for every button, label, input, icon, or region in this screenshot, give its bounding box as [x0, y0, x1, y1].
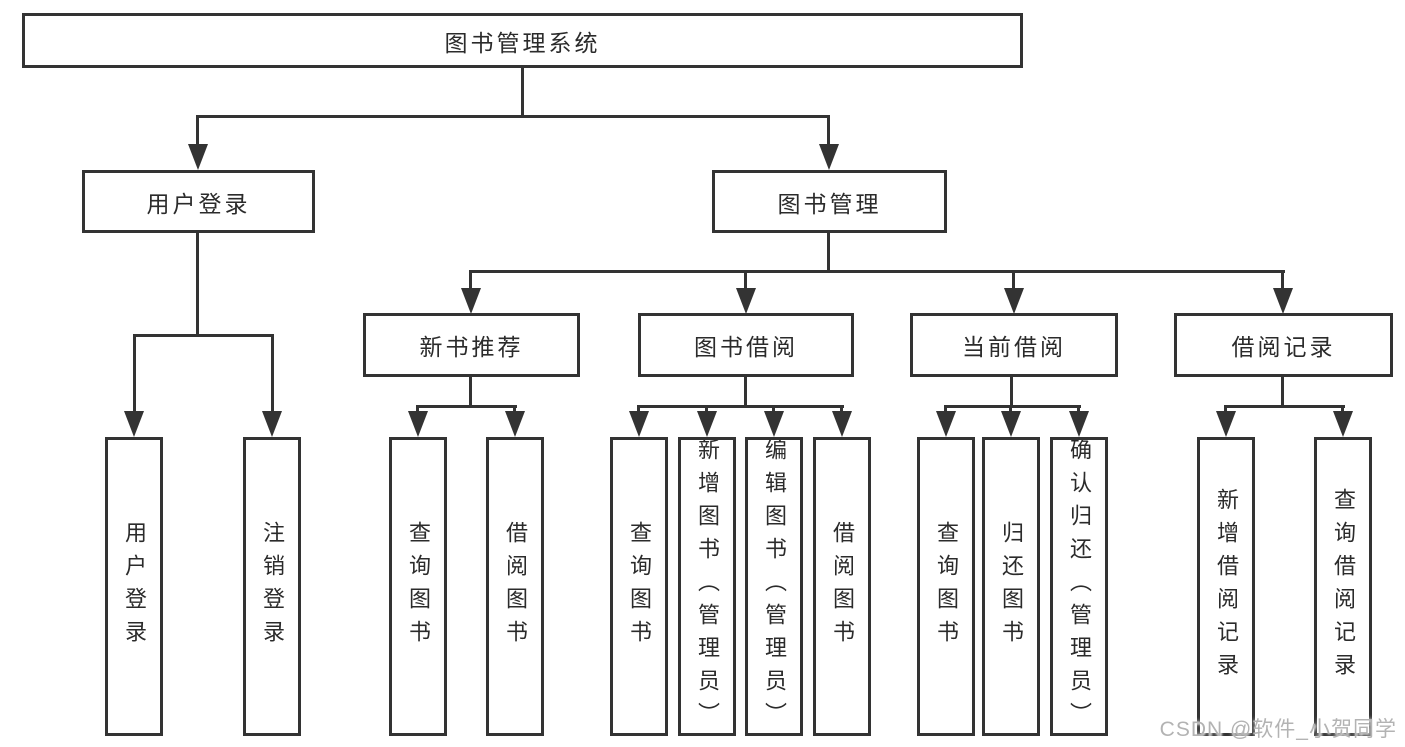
arrow-down-icon [1001, 411, 1021, 437]
arrow-down-icon [1216, 411, 1236, 437]
node-book-borrow: 图书借阅 [638, 313, 854, 377]
connector-leaf-drop [416, 405, 419, 414]
connector-leaf-drop [1009, 405, 1012, 414]
arrow-down-icon [1004, 288, 1024, 314]
leaf-label: 确认归还（管理员） [1067, 438, 1092, 735]
leaf-borrow-books: 借阅图书 [813, 437, 871, 736]
connector-leaf-drop [271, 334, 274, 414]
node-new-book-recommend: 新书推荐 [363, 313, 580, 377]
leaf-label: 新增图书（管理员） [695, 438, 720, 735]
leaf-borrow-books: 借阅图书 [486, 437, 544, 736]
arrow-down-icon [936, 411, 956, 437]
connector-user-login-stem [196, 233, 199, 337]
arrow-down-icon [1333, 411, 1353, 437]
connector-leaf-drop [513, 405, 516, 414]
leaf-label: 借阅图书 [830, 520, 855, 653]
csdn-watermark: CSDN @软件_小贺同学 [1159, 718, 1397, 741]
arrow-down-icon [736, 288, 756, 314]
leaf-logout: 注销登录 [243, 437, 301, 736]
leaf-query-borrow-record: 查询借阅记录 [1314, 437, 1372, 736]
arrow-down-icon [124, 411, 144, 437]
leaf-edit-books-admin: 编辑图书（管理员） [745, 437, 803, 736]
connector-leaf-drop [1077, 405, 1080, 414]
leaf-label: 借阅图书 [503, 520, 528, 653]
leaf-label: 新增借阅记录 [1214, 487, 1239, 686]
connector-book-management-drop [827, 115, 830, 146]
arrow-down-icon [697, 411, 717, 437]
arrow-down-icon [461, 288, 481, 314]
leaf-label: 查询图书 [934, 520, 959, 653]
arrow-down-icon [262, 411, 282, 437]
leaf-query-books: 查询图书 [610, 437, 668, 736]
leaf-label: 查询图书 [627, 520, 652, 653]
connector-current-borrow-branch [945, 405, 1081, 408]
leaf-label: 用户登录 [122, 520, 147, 653]
connector-book-management-branch [470, 270, 1285, 273]
connector-book-management-stem [827, 233, 830, 273]
leaf-query-books: 查询图书 [917, 437, 975, 736]
leaf-return-books: 归还图书 [982, 437, 1040, 736]
arrow-down-icon [832, 411, 852, 437]
leaf-user-login: 用户登录 [105, 437, 163, 736]
node-borrow-record: 借阅记录 [1174, 313, 1393, 377]
leaf-label: 查询图书 [406, 520, 431, 653]
connector-book-borrow-stem [744, 377, 747, 408]
node-book-management: 图书管理 [712, 170, 947, 233]
connector-leaf-drop [772, 405, 775, 414]
connector-leaf-drop [637, 405, 640, 414]
connector-level2-drop [744, 270, 747, 291]
connector-leaf-drop [840, 405, 843, 414]
connector-user-login-drop [196, 115, 199, 146]
connector-user-login-branch [133, 334, 274, 337]
arrow-down-icon [629, 411, 649, 437]
leaf-query-books: 查询图书 [389, 437, 447, 736]
connector-root-stem [521, 68, 524, 118]
connector-leaf-drop [944, 405, 947, 414]
arrow-down-icon [188, 144, 208, 170]
connector-new-book-stem [469, 377, 472, 408]
connector-current-borrow-stem [1010, 377, 1013, 408]
connector-leaf-drop [1224, 405, 1227, 414]
connector-level2-drop [1281, 270, 1284, 291]
arrow-down-icon [1069, 411, 1089, 437]
leaf-label: 注销登录 [260, 520, 285, 653]
arrow-down-icon [819, 144, 839, 170]
arrow-down-icon [408, 411, 428, 437]
connector-level2-drop [1012, 270, 1015, 291]
connector-root-branch [196, 115, 830, 118]
arrow-down-icon [764, 411, 784, 437]
connector-leaf-drop [705, 405, 708, 414]
node-library-management-system: 图书管理系统 [22, 13, 1023, 68]
arrow-down-icon [505, 411, 525, 437]
connector-leaf-drop [1341, 405, 1344, 414]
node-user-login: 用户登录 [82, 170, 315, 233]
leaf-label: 查询借阅记录 [1331, 487, 1356, 686]
leaf-confirm-return-admin: 确认归还（管理员） [1050, 437, 1108, 736]
connector-borrow-record-branch [1225, 405, 1345, 408]
leaf-label: 编辑图书（管理员） [762, 438, 787, 735]
connector-level2-drop [469, 270, 472, 291]
connector-new-book-branch [417, 405, 517, 408]
node-current-borrow: 当前借阅 [910, 313, 1118, 377]
connector-borrow-record-stem [1281, 377, 1284, 408]
connector-leaf-drop [133, 334, 136, 414]
connector-book-borrow-branch [638, 405, 844, 408]
arrow-down-icon [1273, 288, 1293, 314]
leaf-label: 归还图书 [999, 520, 1024, 653]
leaf-add-borrow-record: 新增借阅记录 [1197, 437, 1255, 736]
leaf-add-books-admin: 新增图书（管理员） [678, 437, 736, 736]
